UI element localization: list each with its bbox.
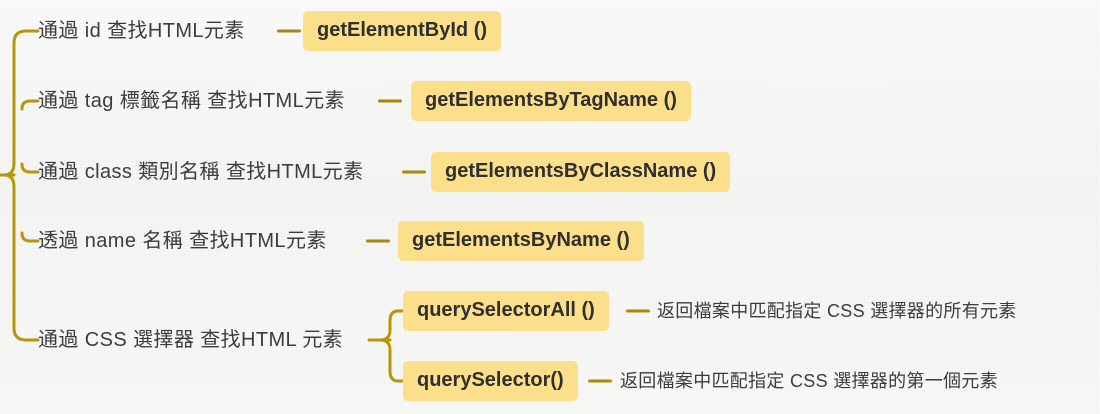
connector-line-row2 (378, 99, 402, 103)
bracket-tick-row2 (20, 99, 40, 111)
method-badge-queryselector[interactable]: querySelector() (403, 361, 578, 401)
branch-label-css-selector[interactable]: 通過 CSS 選擇器 查找HTML 元素 (38, 329, 344, 351)
bracket-lower-arm (2, 173, 40, 342)
branch-label-tag[interactable]: 通過 tag 標籤名稱 查找HTML元素 (38, 90, 345, 112)
branch-label-name[interactable]: 透過 name 名稱 查找HTML元素 (38, 230, 327, 252)
connector-line-queryselector (588, 379, 612, 383)
method-badge-getelementsbyclassname[interactable]: getElementsByClassName () (431, 152, 731, 192)
branch-label-id[interactable]: 通過 id 查找HTML元素 (38, 20, 245, 42)
subbracket-lower-arm (378, 338, 405, 383)
subbracket-upper-arm (378, 309, 405, 342)
connector-line-row3 (402, 170, 426, 174)
bracket-tick-row3-top (20, 162, 40, 174)
connector-line-queryselectorall (626, 309, 650, 313)
method-badge-getelementsbyname[interactable]: getElementsByName () (398, 221, 644, 261)
connector-line-row4 (366, 239, 390, 243)
connector-line-row1 (277, 29, 301, 33)
description-queryselectorall: 返回檔案中匹配指定 CSS 選擇器的所有元素 (657, 301, 1017, 321)
description-queryselector: 返回檔案中匹配指定 CSS 選擇器的第一個元素 (620, 371, 998, 391)
bracket-tick-row4 (20, 231, 40, 243)
method-badge-getelementsbytagname[interactable]: getElementsByTagName () (411, 81, 691, 121)
method-badge-queryselectorall[interactable]: querySelectorAll () (403, 291, 609, 331)
bracket-upper-arm (2, 29, 40, 177)
method-badge-getelementbyid[interactable]: getElementById () (303, 11, 502, 51)
branch-label-class[interactable]: 通過 class 類別名稱 查找HTML元素 (38, 161, 364, 183)
